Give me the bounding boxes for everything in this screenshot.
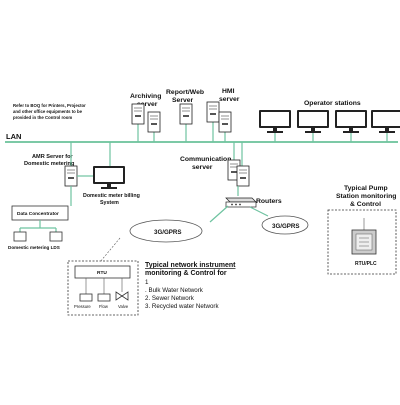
- communication-server: Communication server: [180, 142, 250, 196]
- network-cloud-icon: [129, 219, 203, 243]
- rtu-box: [74, 265, 131, 279]
- server-tower-icon: [179, 103, 193, 125]
- svg-text:& Control: & Control: [350, 201, 381, 208]
- network-title: Typical network instrument monitoring & …: [145, 262, 236, 277]
- hmi-server: HMI server: [206, 88, 240, 142]
- monitor-icon: [93, 166, 125, 189]
- archiving-server: Archiving server: [130, 93, 161, 142]
- operator-stations: Operator stations: [259, 100, 400, 142]
- monitor-icon: [335, 110, 367, 133]
- svg-text:Domestic meter billing: Domestic meter billing: [83, 193, 140, 199]
- svg-text:RTU: RTU: [97, 270, 107, 276]
- monitor-icon: [371, 110, 400, 133]
- meter-icon: [49, 231, 63, 242]
- svg-text:Station monitoring: Station monitoring: [336, 193, 396, 200]
- svg-text:System: System: [100, 200, 119, 206]
- svg-text:Communication: Communication: [180, 156, 231, 163]
- svg-text:HMI: HMI: [222, 88, 235, 95]
- svg-text:server: server: [192, 164, 213, 171]
- svg-text:RTU/PLC: RTU/PLC: [355, 261, 377, 267]
- svg-text:Domestic metering: Domestic metering: [24, 161, 75, 167]
- svg-text:monitoring & Control for: monitoring & Control for: [145, 270, 227, 277]
- svg-text:3. Recycled water Network: 3. Recycled water Network: [145, 303, 219, 310]
- network-cloud-icon: [261, 215, 309, 235]
- svg-text:2. Sewer Network: 2. Sewer Network: [145, 295, 195, 302]
- routers: Routers: [209, 197, 282, 223]
- server-tower-icon: [131, 103, 145, 125]
- server-tower-icon: [206, 101, 220, 123]
- control-room-note: Refer to BOQ for Printers, Projector and…: [13, 103, 86, 120]
- amr-server: AMR Server for Domestic metering: [24, 142, 93, 206]
- lan-label: LAN: [6, 132, 21, 141]
- gprs-cloud-right: 3G/GPRS: [261, 215, 309, 235]
- server-tower-icon: [236, 165, 250, 187]
- svg-text:3G/GPRS: 3G/GPRS: [154, 229, 182, 236]
- svg-text:. Bulk Water Network: . Bulk Water Network: [145, 287, 204, 294]
- svg-text:Valve: Valve: [118, 304, 129, 309]
- pressure-gauge-icon: [79, 293, 93, 302]
- network-list: 1 . Bulk Water Network 2. Sewer Network …: [145, 279, 219, 310]
- server-tower-icon: [218, 111, 232, 133]
- monitor-icon: [259, 110, 291, 133]
- meter-icon: [13, 231, 27, 242]
- svg-text:Typical Pump: Typical Pump: [344, 185, 388, 192]
- svg-text:Report/Web: Report/Web: [166, 89, 204, 96]
- pump-station: Typical Pump Station monitoring & Contro…: [327, 185, 396, 275]
- flow-meter-icon: [97, 293, 111, 302]
- svg-text:Archiving: Archiving: [130, 93, 161, 100]
- report-web-server: Report/Web Server: [166, 89, 204, 142]
- svg-text:Routers: Routers: [256, 198, 282, 205]
- server-tower-icon: [147, 111, 161, 133]
- svg-text:Typical network instrument: Typical network instrument: [145, 262, 236, 269]
- router-icon: [225, 201, 257, 208]
- svg-text:Domestic metering LDS: Domestic metering LDS: [8, 245, 60, 250]
- server-tower-icon: [64, 165, 78, 187]
- svg-text:Flow: Flow: [99, 304, 109, 309]
- svg-text:provided in the Control room: provided in the Control room: [13, 115, 72, 120]
- svg-text:Pressure: Pressure: [74, 304, 91, 309]
- svg-text:Operator stations: Operator stations: [304, 100, 361, 107]
- network-instrument-box: RTU Pressure Flow Valve: [67, 260, 139, 316]
- svg-text:Server: Server: [172, 97, 194, 104]
- svg-text:AMR Server for: AMR Server for: [32, 154, 74, 160]
- wireless-link: [99, 237, 121, 263]
- data-concentrator: Data Concentrator Domestic metering LDS: [8, 205, 69, 250]
- svg-text:Refer to BOQ for Printers, Pro: Refer to BOQ for Printers, Projector: [13, 103, 86, 108]
- svg-text:3G/GPRS: 3G/GPRS: [272, 223, 300, 230]
- svg-text:server: server: [219, 96, 240, 103]
- svg-text:server: server: [137, 101, 158, 108]
- valve-icon: [115, 291, 129, 301]
- billing-system: Domestic meter billing System: [83, 142, 140, 206]
- svg-text:Data Concentrator: Data Concentrator: [17, 211, 59, 217]
- svg-text:1: 1: [145, 279, 149, 286]
- gprs-cloud-left: 3G/GPRS: [129, 219, 203, 243]
- svg-text:and other office equipments to: and other office equipments to be: [13, 109, 83, 114]
- monitor-icon: [297, 110, 329, 133]
